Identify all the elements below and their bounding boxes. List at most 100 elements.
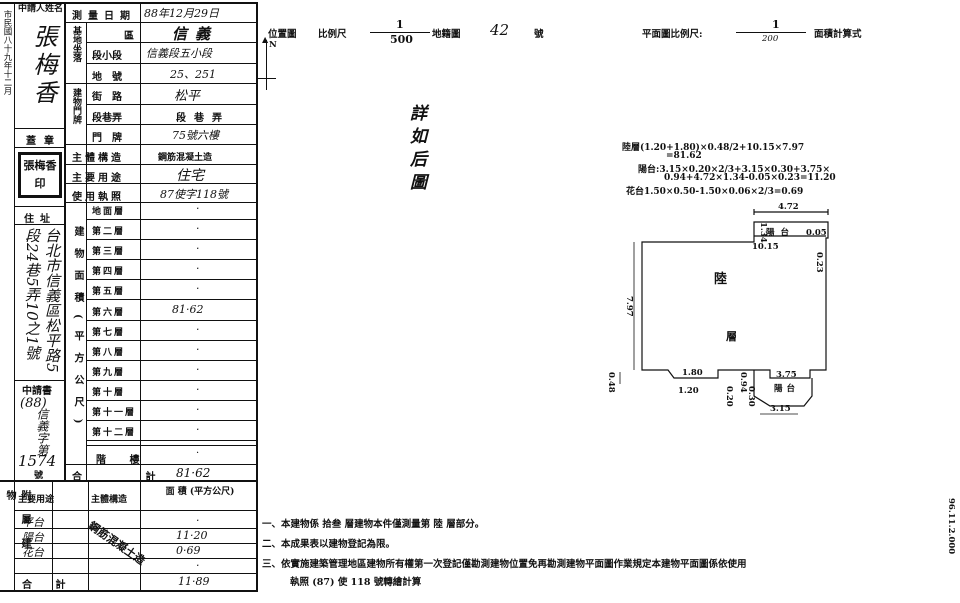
attached-area: · <box>196 514 200 527</box>
plan-scale-label: 平面圖比例尺: <box>642 29 703 40</box>
plan-balcony-top: 陽台 <box>766 228 796 238</box>
formula-3: 陽台:3.15×0.20×2/3+3.15×0.30+3.75× <box>638 165 830 175</box>
plan-balcony-bottom: 陽台 <box>774 384 800 394</box>
attached-area: 11·20 <box>176 529 208 542</box>
total-value: 81·62 <box>176 466 211 480</box>
street-label: 街路 <box>92 92 132 103</box>
floor-name: 第五層 <box>92 287 126 298</box>
door-label: 建物門牌 <box>71 88 81 124</box>
dim-bottom-6: 3.75 <box>776 370 797 380</box>
floor-name: 第六層 <box>92 307 126 318</box>
dim-bottom-4: 0.94 <box>738 372 748 393</box>
floor-value: · <box>196 403 200 416</box>
floor-name: 第八層 <box>92 347 126 358</box>
doc-suffix: 號 <box>34 471 44 481</box>
total-label: 合 計 <box>72 472 186 483</box>
lot-label: 地號 <box>92 72 132 83</box>
section-value: 信義段五小段 <box>146 47 212 60</box>
dim-bottom-5: 0.30 <box>746 386 756 407</box>
date-label: 測量日期 <box>72 11 136 22</box>
attached-area: 0·69 <box>176 544 201 557</box>
note-1: 一、本建物係 拾叁 層建物本件僅測量第 陸 層部分。 <box>262 519 485 530</box>
floor-name: 第十層 <box>92 387 126 398</box>
floor-name: 第四層 <box>92 267 126 278</box>
north-label: N <box>269 40 277 50</box>
stair-label: 階 樓 <box>96 455 150 466</box>
lot-value: 25、251 <box>170 68 216 81</box>
doc-word: 信義字第 <box>35 408 49 456</box>
col-area: 面 積 (平方公尺) <box>165 487 235 497</box>
attached-total-label: 合 計 <box>22 580 76 591</box>
formula-1: 陸層(1.20+1.80)×0.48/2+10.15×7.97 <box>622 143 805 153</box>
left-edge-text: 市民國八十九年十二月 <box>2 10 12 95</box>
attached-use: 陽台 <box>22 531 44 544</box>
floor-value: · <box>196 382 200 396</box>
floor-value: · <box>196 282 200 296</box>
base-label: 基地坐落 <box>71 26 81 62</box>
stair-value: · <box>196 448 200 459</box>
dim-bottom-7: 3.15 <box>770 404 791 414</box>
dim-bottom-1: 1.80 <box>682 368 703 378</box>
attached-side-label: 附屬建物 <box>4 490 30 562</box>
location-label: 位置圖 <box>268 29 297 40</box>
dim-bottom-3: 0.20 <box>724 386 734 407</box>
survey-form: 市民國八十九年十二月 中請人姓名 張梅香 蓋章 張梅香印 住址 台北市信義區松平… <box>0 0 258 603</box>
floor-name: 第十二層 <box>92 428 137 439</box>
north-arrow-icon: ▲ <box>262 35 269 44</box>
lot-map-value: 42 <box>490 21 510 39</box>
floor-value: · <box>196 322 200 336</box>
applicant-name: 張梅香 <box>29 24 57 108</box>
floor-value: · <box>196 262 200 276</box>
street-value: 松平 <box>174 89 201 104</box>
plan-scale-den: 200 <box>762 34 779 44</box>
district-value: 信義 <box>172 25 219 43</box>
door-no-label: 門牌 <box>92 133 132 144</box>
floor-value: · <box>196 342 200 356</box>
scale-label: 比例尺 <box>318 29 347 40</box>
area-calc-label: 面積計算式 <box>814 29 862 40</box>
note-3: 三、依實施建築管理地區建物所有權第一次登記僅勘測建物位置免再勘測建物平面圖作業規… <box>262 559 747 570</box>
formula-4: 0.94+4.72×1.34-0.05×0.23=11.20 <box>664 173 836 183</box>
plan-room-1: 陸 <box>714 272 728 287</box>
seal-label: 蓋章 <box>26 136 62 147</box>
dim-top-right: 0.05 <box>806 228 827 238</box>
header-row: 位置圖 比例尺 1 500 地籍圖 42 號 平面圖比例尺: 1 200 面積計… <box>262 18 952 50</box>
floor-name: 第二層 <box>92 227 126 238</box>
use-label: 主要用途 <box>72 173 124 184</box>
structure-value: 鋼筋混凝土造 <box>158 153 213 163</box>
floor-value: · <box>196 242 200 256</box>
col-use: 主要用途 <box>18 495 55 505</box>
plan-scale-num: 1 <box>772 18 780 31</box>
lot-map-suffix: 號 <box>534 29 544 40</box>
formula-2: =81.62 <box>666 151 702 161</box>
attached-use: 平台 <box>22 516 44 529</box>
address-label: 住址 <box>24 214 56 225</box>
district-label: 區 <box>124 31 134 42</box>
doc-no: 1574 <box>18 452 57 470</box>
name-label: 中請人姓名 <box>18 4 64 14</box>
plan-room-2: 層 <box>726 330 737 343</box>
floor-name: 第十一層 <box>92 408 137 418</box>
col-struct: 主體構造 <box>91 495 128 505</box>
license-value: 87使字118號 <box>160 188 228 201</box>
floor-name: 第九層 <box>92 367 126 378</box>
note-2: 二、本成果表以建物登記為限。 <box>262 539 396 550</box>
scale-num: 1 <box>396 18 404 31</box>
lane-value: 段巷弄 <box>176 113 230 124</box>
floor-plan <box>619 209 829 415</box>
attached-total-value: 11·89 <box>178 575 210 588</box>
floor-name: 第七層 <box>92 327 126 338</box>
attached-area: · <box>196 559 200 572</box>
floor-value: · <box>196 423 200 437</box>
seal-text: 張梅香印 <box>23 159 57 190</box>
section-label: 段小段 <box>92 51 122 62</box>
license-label: 使用執照 <box>72 192 124 203</box>
lane-label: 段巷弄 <box>92 113 122 124</box>
dim-left-height: 7.97 <box>624 296 634 317</box>
dim-top-inner: 10.15 <box>752 242 779 252</box>
see-next-stamp: 詳如后圖 <box>406 104 426 196</box>
floor-value: · <box>196 362 200 376</box>
structure-label: 主體構造 <box>72 153 124 164</box>
area-label: 建物面積(平方公尺) <box>72 226 83 436</box>
formula-5: 花台1.50×0.50-1.50×0.06×2/3=0.69 <box>626 187 804 197</box>
